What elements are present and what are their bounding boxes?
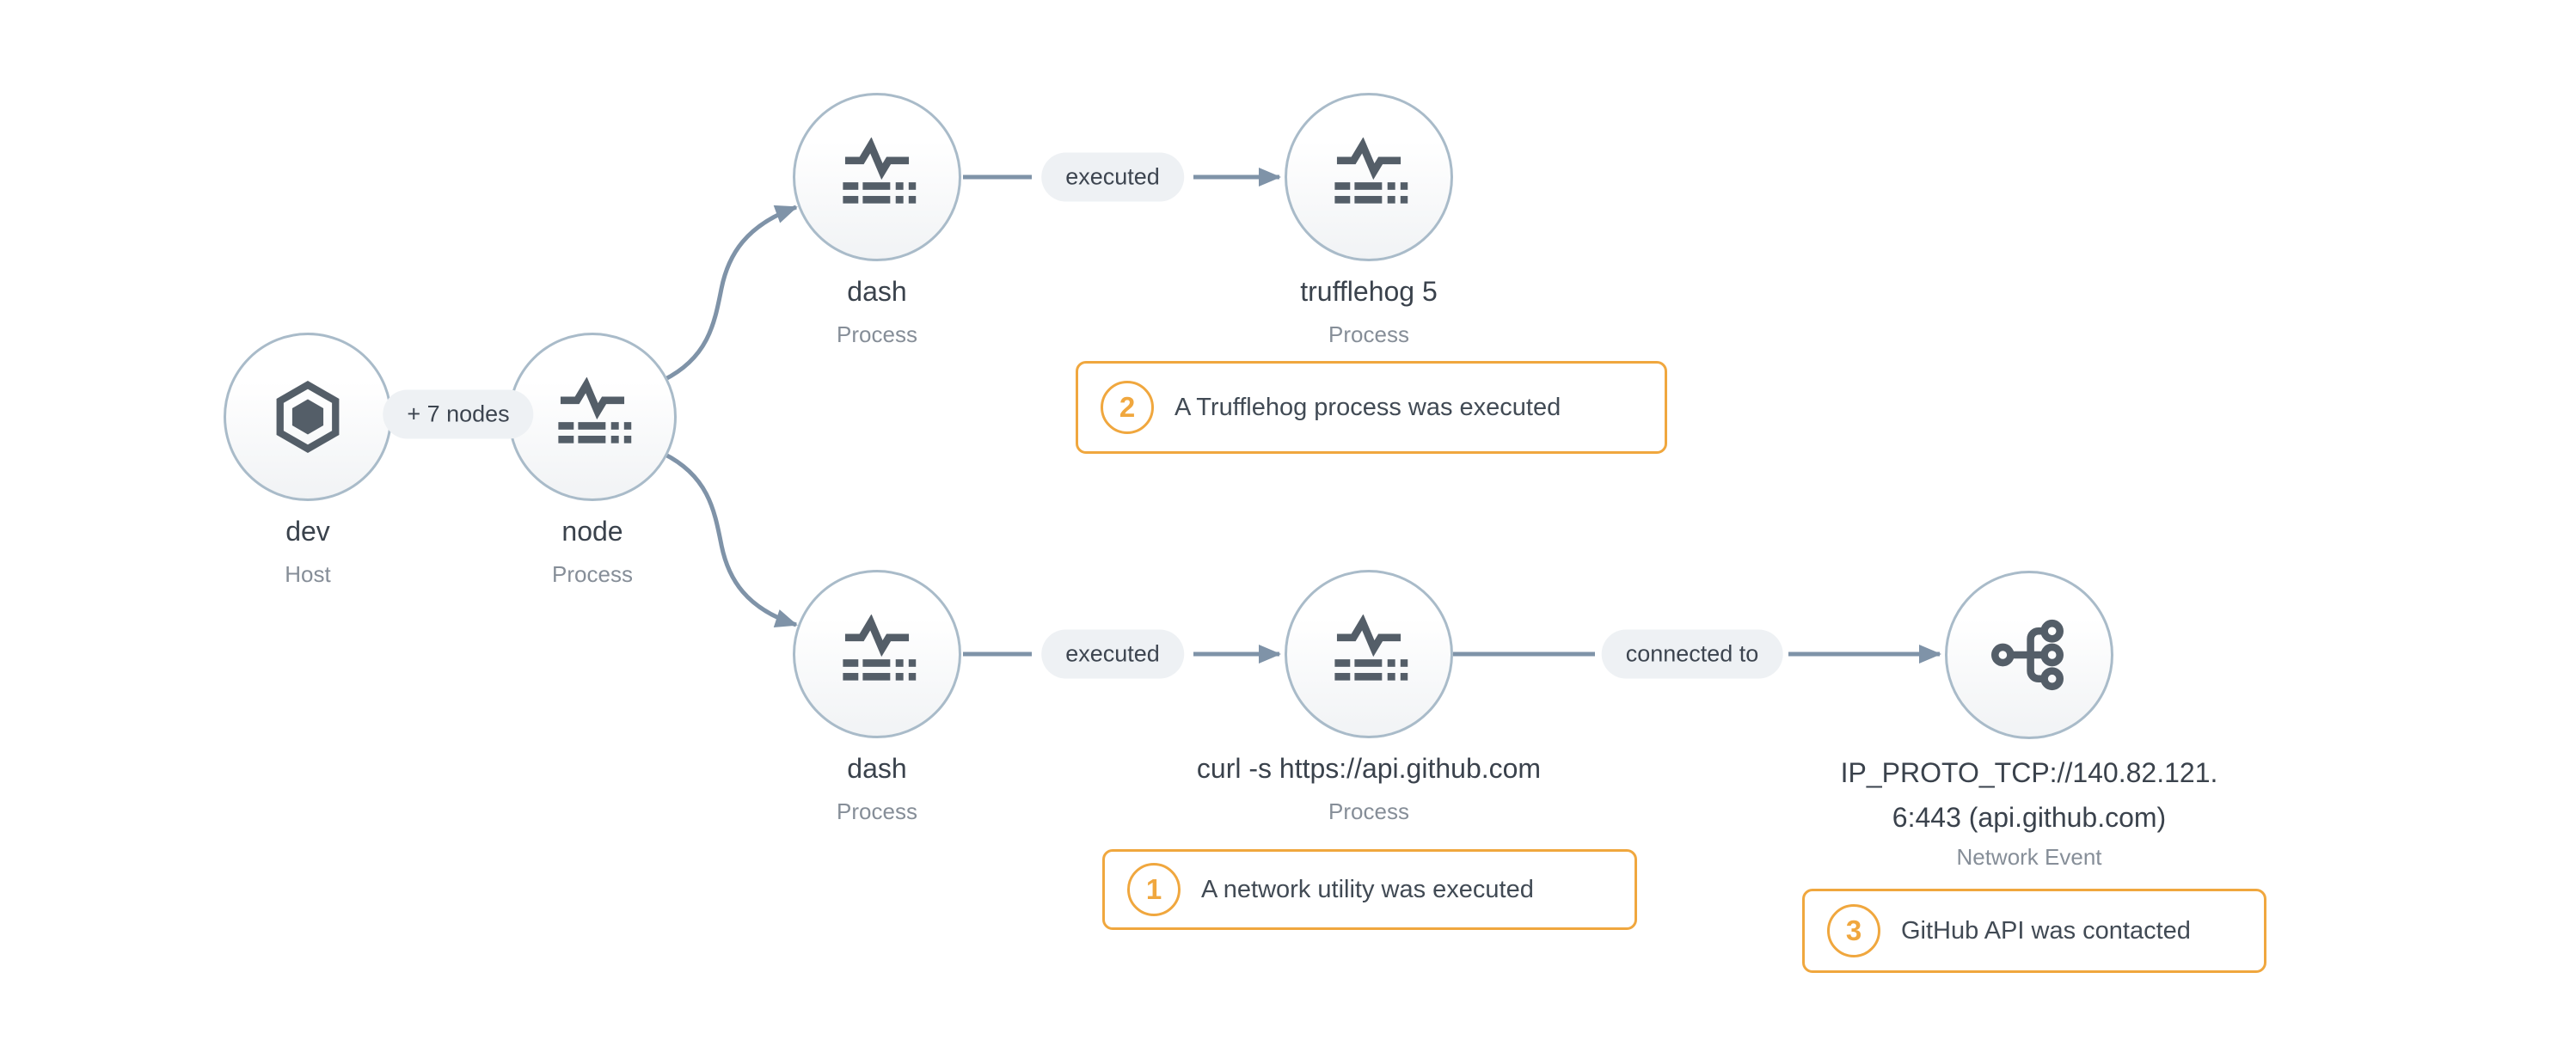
- process-pulse-icon: [558, 377, 632, 443]
- node-circle-dash-bottom[interactable]: [793, 570, 961, 738]
- annotation-step-1: 1 A network utility was executed: [1102, 849, 1637, 930]
- node-circle-dash-top[interactable]: [793, 93, 961, 261]
- edge-label-executed-bottom[interactable]: executed: [1041, 629, 1184, 679]
- process-pulse-icon: [843, 615, 917, 681]
- fork-network-icon: [1990, 619, 2064, 691]
- node-circle-node[interactable]: [508, 333, 677, 501]
- process-pulse-icon: [1334, 615, 1408, 681]
- edge-node-dash-bottom: [662, 451, 798, 627]
- annotation-step-3: 3 GitHub API was contacted: [1802, 889, 2266, 973]
- annotation-text: GitHub API was contacted: [1901, 916, 2191, 945]
- annotation-number-badge: 2: [1101, 381, 1154, 434]
- annotation-text: A network utility was executed: [1201, 875, 1534, 903]
- hexagon-host-icon: [276, 381, 340, 453]
- annotation-text: A Trufflehog process was executed: [1175, 393, 1561, 421]
- node-circle-trufflehog[interactable]: [1285, 93, 1453, 261]
- process-pulse-icon: [1334, 138, 1408, 204]
- annotation-number-badge: 1: [1127, 863, 1181, 916]
- edge-label-connected-to[interactable]: connected to: [1601, 629, 1783, 679]
- node-circle-dev[interactable]: [224, 333, 392, 501]
- edge-label-executed-top[interactable]: executed: [1041, 152, 1184, 202]
- process-pulse-icon: [843, 138, 917, 204]
- annotation-number-badge: 3: [1827, 904, 1880, 957]
- edge-label-plus-nodes[interactable]: + 7 nodes: [383, 389, 534, 439]
- node-circle-curl[interactable]: [1285, 570, 1453, 738]
- edge-node-dash-top: [662, 205, 798, 382]
- node-circle-network-event[interactable]: [1945, 571, 2113, 739]
- annotation-step-2: 2 A Trufflehog process was executed: [1076, 361, 1667, 454]
